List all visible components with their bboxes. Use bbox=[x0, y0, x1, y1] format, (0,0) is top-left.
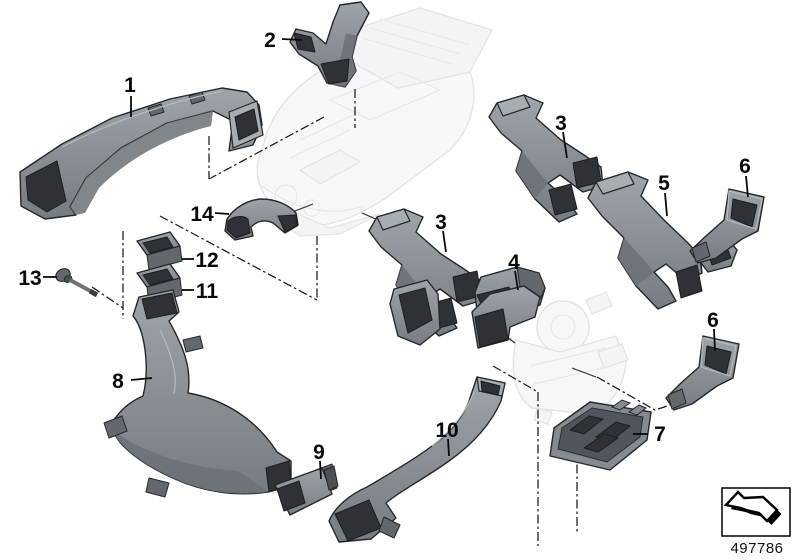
part-8-duct bbox=[103, 289, 292, 498]
callout-9[interactable]: 9 bbox=[313, 441, 325, 464]
part-2-duct bbox=[289, 1, 370, 88]
part-3-duct-upper bbox=[488, 94, 604, 223]
callout-12[interactable]: 12 bbox=[195, 249, 218, 272]
part-6-duct-lower bbox=[665, 335, 740, 411]
part-14-elbow-duct bbox=[224, 198, 299, 241]
part-13-fastener bbox=[55, 268, 99, 298]
callout-4[interactable]: 4 bbox=[508, 251, 520, 274]
callout-8[interactable]: 8 bbox=[112, 370, 124, 393]
callout-1[interactable]: 1 bbox=[124, 74, 136, 97]
callout-2[interactable]: 2 bbox=[264, 29, 276, 52]
callout-labels: 1 2 3 3 4 5 6 6 7 8 9 10 11 12 13 14 bbox=[18, 29, 751, 464]
callout-3-upper[interactable]: 3 bbox=[555, 112, 567, 135]
part-12-coupling bbox=[136, 231, 183, 271]
part-1-duct bbox=[19, 87, 264, 220]
part-6-duct-upper bbox=[689, 188, 765, 264]
part-4-connecting-duct bbox=[389, 266, 546, 349]
leader-lines bbox=[43, 38, 749, 480]
ghost-hvac-front-unit bbox=[256, 7, 493, 237]
callout-10[interactable]: 10 bbox=[435, 419, 458, 442]
callout-6-lower[interactable]: 6 bbox=[707, 309, 719, 332]
ghost-hvac-rear-unit bbox=[494, 291, 629, 429]
callout-11[interactable]: 11 bbox=[196, 280, 219, 303]
part-9-adapter bbox=[274, 463, 339, 516]
callout-3-lower[interactable]: 3 bbox=[435, 211, 447, 234]
doc-number: 497786 bbox=[730, 540, 783, 557]
legend-box: 497786 bbox=[721, 487, 791, 557]
part-10-duct bbox=[328, 376, 506, 543]
callout-6-upper[interactable]: 6 bbox=[739, 155, 751, 178]
callout-7[interactable]: 7 bbox=[654, 423, 666, 446]
callout-5[interactable]: 5 bbox=[658, 172, 670, 195]
callout-14[interactable]: 14 bbox=[190, 203, 214, 226]
part-7-mounting-tray bbox=[549, 399, 652, 471]
callout-13[interactable]: 13 bbox=[18, 267, 41, 290]
